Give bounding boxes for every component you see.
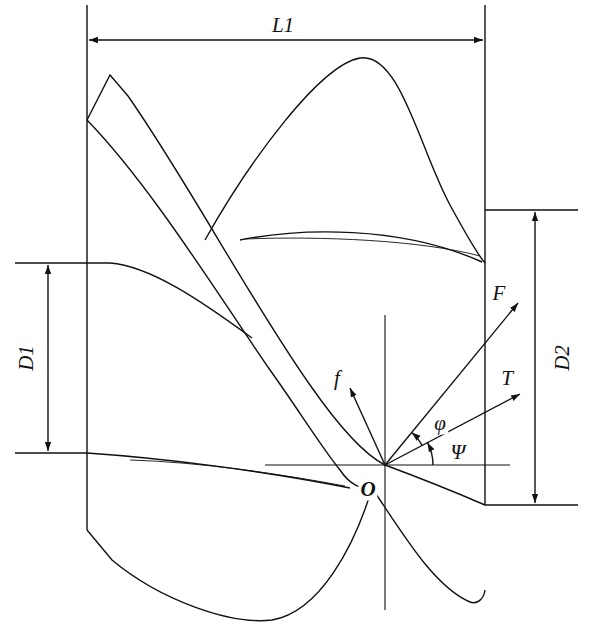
flank-curve <box>205 58 485 263</box>
flute-edge <box>87 75 385 465</box>
force-arrow <box>385 303 518 465</box>
dimension-label: L1 <box>270 14 296 37</box>
margin-curve <box>87 263 252 338</box>
dimension-label: D1 <box>15 343 38 373</box>
left-edge <box>86 5 87 530</box>
flute-edge <box>87 120 372 488</box>
force-label: f <box>332 367 342 390</box>
point-edge <box>385 465 485 505</box>
force-label: F <box>491 282 508 305</box>
flank-curve <box>365 478 485 603</box>
axis-line <box>265 464 510 465</box>
cutting-lip <box>245 238 480 256</box>
extension-line <box>15 262 87 263</box>
cutting-lip <box>87 453 350 488</box>
extension-line <box>485 209 578 210</box>
force-arrow <box>385 394 520 465</box>
force-arrow <box>350 388 385 465</box>
point-label: O <box>358 478 377 501</box>
dimension-line <box>534 212 535 503</box>
angle-label: Ψ <box>449 441 468 464</box>
angle-arc <box>428 443 434 465</box>
cutting-lip <box>240 232 482 262</box>
extension-line <box>15 452 87 453</box>
dimension-line <box>47 265 48 451</box>
force-label: T <box>499 367 515 390</box>
angle-arc <box>412 433 423 446</box>
dimension-label: D2 <box>551 343 574 373</box>
extension-line <box>485 504 578 505</box>
dimension-line <box>89 39 483 40</box>
angle-label: φ <box>432 412 448 435</box>
right-edge <box>484 5 485 505</box>
cutting-lip <box>130 460 345 486</box>
flank-curve <box>87 488 372 621</box>
